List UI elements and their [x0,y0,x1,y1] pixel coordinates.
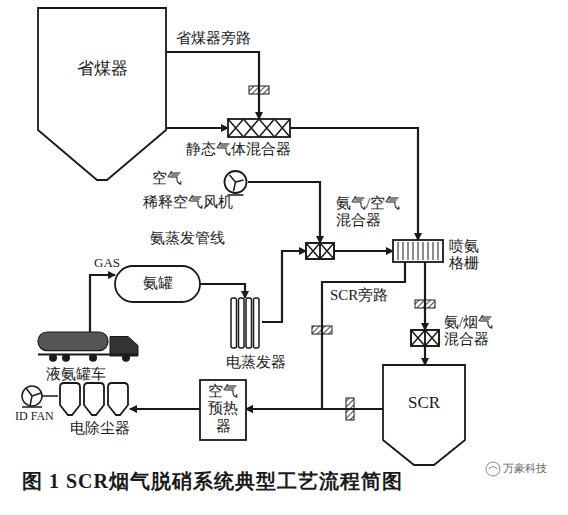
node-label-text: 静态气体混合器 [186,141,291,157]
dilution-fan-outline [223,170,248,194]
air-label: 空气 [152,170,182,187]
ammonia-air-mixer: 氨气/空气混合器 [306,243,334,259]
static-mixer: 静态气体混合器 [228,119,290,137]
watermark-icon [486,462,500,476]
node-label: 喷氨格栅 [449,238,481,273]
flow-connector [248,182,320,243]
scr-reactor: SCR [383,365,465,465]
node-label: 空气预热器 [200,380,246,438]
flow-connector [262,251,306,322]
flow-connector [290,128,418,240]
scr-reactor-outline [383,365,465,465]
node-label: 电蒸发器 [226,354,286,371]
flow-connector [424,262,426,330]
node-label-text: 液氨罐车 [46,366,106,382]
node-label: 氨罐 [115,266,200,302]
node-label-text: 喷氨格栅 [449,238,479,271]
injection-grid: 喷氨格栅 [393,240,443,262]
node-label: 静态气体混合器 [186,141,291,158]
node-label: SCR [383,365,465,440]
node-label-text: 稀释空气风机 [143,194,233,210]
electric-evaporator: 电蒸发器 [228,298,262,348]
flow-connector [166,127,228,129]
flow-connector [90,275,115,332]
node-label-text: 省煤器 [77,59,128,79]
bypass-label: SCR旁路 [330,287,388,304]
flow-connector [424,346,426,365]
air-preheater: 空气预热器 [200,380,246,440]
injection-grid-outline [393,240,443,262]
economizer-box-outline [38,8,166,180]
flow-connector [334,250,393,252]
gas-label: GAS [94,256,120,271]
pipeline-label: 氨蒸发管线 [150,230,225,247]
ammonia-gas-mixer: 氨/烟气混合器 [411,330,439,346]
tank-truck-outline [38,332,138,362]
node-label-text: 电蒸发器 [226,354,286,370]
node-label: 电除尘器 [70,420,130,437]
flow-connector [200,284,245,298]
node-label-text: 氨气/空气混合器 [336,195,400,228]
tank-truck: 液氨罐车 [38,332,138,362]
node-label: 稀释空气风机 [143,194,233,211]
flow-connector [246,408,383,410]
figure-caption: 图 1 SCR烟气脱硝系统典型工艺流程简图 [22,470,403,493]
ammonia-gas-mixer-outline [411,330,439,346]
electrostatic-precipitator-outline [58,383,130,415]
node-label: 氨气/空气混合器 [336,195,410,230]
ammonia-air-mixer-outline [306,243,334,259]
node-label: 省煤器 [38,8,166,130]
node-label-text: 氨罐 [143,275,173,292]
electrostatic-precipitator: 电除尘器 [58,383,130,415]
node-label-text: 氨/烟气混合器 [444,314,493,347]
flow-connector [246,262,405,409]
watermark: 万豪科技 [503,462,547,475]
fan-label: ID FAN [15,410,54,424]
id-fan-symbol [22,386,58,407]
electric-evaporator-outline [228,298,262,348]
flow-connector [166,52,259,119]
static-mixer-outline [228,119,290,137]
flow-connector [130,408,200,410]
economizer-box: 省煤器 [38,8,166,180]
node-label-text: 空气预热器 [206,383,240,435]
node-label-text: SCR [408,393,440,413]
ammonia-tank: 氨罐 [115,266,200,302]
node-label: 氨/烟气混合器 [444,314,502,349]
dilution-fan: 稀释空气风机 [223,170,248,194]
node-label: 液氨罐车 [46,366,106,383]
node-label-text: 电除尘器 [70,420,130,436]
bypass-label: 省煤器旁路 [176,30,251,47]
